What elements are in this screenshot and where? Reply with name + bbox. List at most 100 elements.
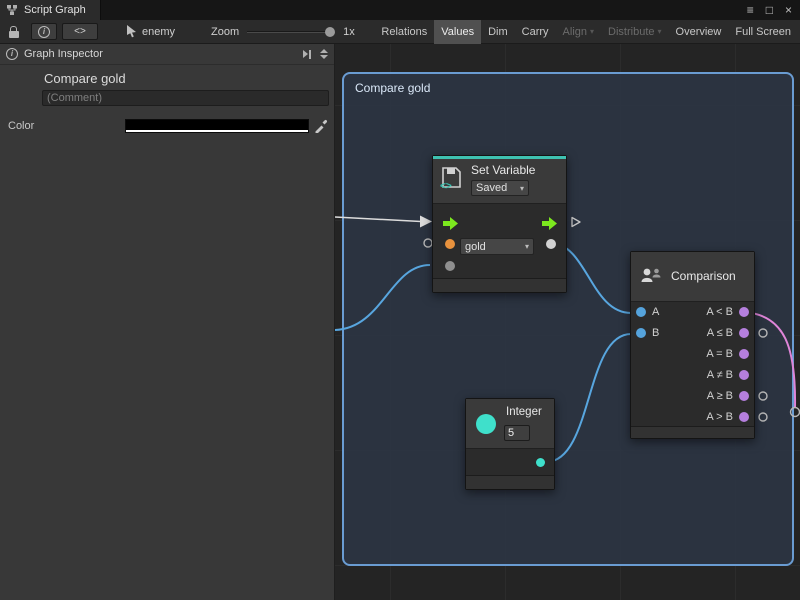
unconnected-port[interactable] bbox=[759, 413, 767, 421]
inspector-toggle-button[interactable]: i bbox=[31, 23, 57, 40]
toolbar-button-fullscreen[interactable]: Full Screen bbox=[728, 20, 798, 44]
set-variable-header[interactable]: <> Set Variable Saved ▾ bbox=[433, 159, 566, 204]
inspector-scroll-buttons[interactable] bbox=[320, 49, 328, 59]
target-name-label[interactable]: enemy bbox=[142, 26, 175, 38]
dropdown-arrow-icon: ▾ bbox=[658, 20, 662, 44]
comparison-output-port[interactable] bbox=[739, 370, 749, 380]
comment-input[interactable] bbox=[42, 90, 329, 106]
info-icon: i bbox=[38, 26, 50, 38]
toolbar-button-carry[interactable]: Carry bbox=[515, 20, 556, 44]
comparison-output-port[interactable] bbox=[739, 349, 749, 359]
color-swatch[interactable] bbox=[125, 119, 309, 133]
node-title: Integer bbox=[506, 406, 542, 418]
flow-out-indicator-icon[interactable] bbox=[572, 218, 580, 227]
input-a-label: A bbox=[652, 302, 659, 323]
wire-integer-to-comparison-b[interactable] bbox=[547, 334, 631, 462]
comparison-output-port[interactable] bbox=[739, 412, 749, 422]
window-close-button[interactable]: × bbox=[785, 3, 792, 17]
flow-arrowhead-icon bbox=[420, 216, 432, 228]
variable-scope-dropdown[interactable]: Saved ▾ bbox=[471, 180, 529, 196]
output-label: A = B bbox=[706, 344, 733, 365]
node-footer bbox=[433, 278, 566, 292]
node-title: Comparison bbox=[671, 269, 736, 283]
comparison-header[interactable]: Comparison bbox=[631, 252, 754, 302]
comparison-row: A ≥ B bbox=[631, 386, 754, 407]
toolbar-button-align[interactable]: Align▾ bbox=[556, 20, 601, 44]
comparison-output-port[interactable] bbox=[739, 307, 749, 317]
set-variable-node[interactable]: <> Set Variable Saved ▾ gold ▾ bbox=[432, 155, 567, 293]
output-label: A > B bbox=[706, 407, 733, 428]
comparison-row: A > B bbox=[631, 407, 754, 428]
window-controls: ≡ □ × bbox=[747, 0, 792, 20]
toolbar-button-group: Relations Values Dim Carry Align▾ Distri… bbox=[374, 20, 798, 44]
graph-canvas[interactable]: Compare gold <> S bbox=[335, 44, 800, 600]
comparison-output-port[interactable] bbox=[739, 328, 749, 338]
integer-type-icon bbox=[476, 414, 496, 434]
comparison-row: A = B bbox=[631, 344, 754, 365]
alpha-bar bbox=[126, 130, 308, 132]
dock-icon[interactable] bbox=[303, 50, 311, 59]
graph-title-label: Compare gold bbox=[44, 71, 126, 86]
comparison-node[interactable]: Comparison A A < B B A ≤ B A = B A ≠ B bbox=[630, 251, 755, 439]
svg-text:<>: <> bbox=[440, 181, 452, 190]
toolbar-button-values[interactable]: Values bbox=[434, 20, 481, 44]
tab-script-graph[interactable]: Script Graph bbox=[0, 0, 101, 20]
flow-out-port[interactable] bbox=[542, 217, 558, 230]
variable-value-input-port[interactable] bbox=[445, 239, 455, 249]
color-field-label: Color bbox=[8, 120, 34, 132]
toolbar-button-overview[interactable]: Overview bbox=[669, 20, 729, 44]
comparison-row: A A < B bbox=[631, 302, 754, 323]
wire-flow-in[interactable] bbox=[335, 217, 421, 222]
unconnected-port[interactable] bbox=[759, 392, 767, 400]
node-title: Set Variable bbox=[471, 163, 535, 177]
zoom-value-label: 1x bbox=[343, 26, 355, 38]
dropdown-arrow-icon: ▾ bbox=[525, 242, 529, 251]
zoom-slider-track[interactable] bbox=[247, 31, 335, 33]
fallback-input-port[interactable] bbox=[445, 261, 455, 271]
graph-inspector-panel: i Graph Inspector Compare gold Color bbox=[0, 44, 335, 600]
toolbar-button-dim[interactable]: Dim bbox=[481, 20, 515, 44]
toolbar-button-relations[interactable]: Relations bbox=[374, 20, 434, 44]
comparison-input-b-port[interactable] bbox=[636, 328, 646, 338]
dropdown-arrow-icon: ▾ bbox=[520, 184, 524, 193]
eyedropper-icon[interactable] bbox=[314, 118, 328, 133]
integer-value-input[interactable] bbox=[504, 425, 530, 441]
output-label: A ≥ B bbox=[707, 386, 733, 407]
window-titlebar: Script Graph ≡ □ × bbox=[0, 0, 800, 20]
variable-name-dropdown[interactable]: gold ▾ bbox=[460, 238, 534, 255]
input-b-label: B bbox=[652, 323, 659, 344]
inspector-header-label: Graph Inspector bbox=[24, 48, 103, 60]
window-menu-button[interactable]: ≡ bbox=[747, 3, 754, 17]
integer-output-port[interactable] bbox=[536, 458, 545, 467]
output-label: A ≤ B bbox=[707, 323, 733, 344]
inspector-header: i Graph Inspector bbox=[0, 44, 334, 65]
tab-label: Script Graph bbox=[24, 4, 86, 16]
comparison-row: B A ≤ B bbox=[631, 323, 754, 344]
wire-endpoint-port[interactable] bbox=[791, 408, 800, 417]
integer-node[interactable]: Integer bbox=[465, 398, 555, 490]
dropdown-arrow-icon: ▾ bbox=[590, 20, 594, 44]
zoom-label: Zoom bbox=[211, 26, 239, 38]
output-label: A < B bbox=[706, 302, 733, 323]
zoom-slider-handle[interactable] bbox=[325, 27, 335, 37]
flow-in-port[interactable] bbox=[443, 217, 459, 230]
node-footer bbox=[466, 475, 554, 489]
info-icon: i bbox=[6, 48, 18, 60]
toolbar-button-distribute[interactable]: Distribute▾ bbox=[601, 20, 668, 44]
unconnected-port[interactable] bbox=[759, 329, 767, 337]
wire-into-set-variable[interactable] bbox=[335, 265, 430, 330]
zoom-slider[interactable] bbox=[247, 24, 335, 40]
variable-output-port[interactable] bbox=[546, 239, 556, 249]
comparison-output-port[interactable] bbox=[739, 391, 749, 401]
code-view-button[interactable]: <> bbox=[62, 23, 98, 40]
unconnected-port[interactable] bbox=[424, 239, 432, 247]
comparison-input-a-port[interactable] bbox=[636, 307, 646, 317]
script-graph-icon bbox=[6, 4, 18, 16]
graph-toolbar: i <> enemy Zoom 1x Relations Values Dim … bbox=[0, 20, 800, 44]
integer-header[interactable]: Integer bbox=[466, 399, 554, 449]
comparison-row: A ≠ B bbox=[631, 365, 754, 386]
lock-icon[interactable] bbox=[7, 26, 20, 38]
target-pointer-icon bbox=[126, 25, 138, 38]
window-maximize-button[interactable]: □ bbox=[766, 3, 773, 17]
